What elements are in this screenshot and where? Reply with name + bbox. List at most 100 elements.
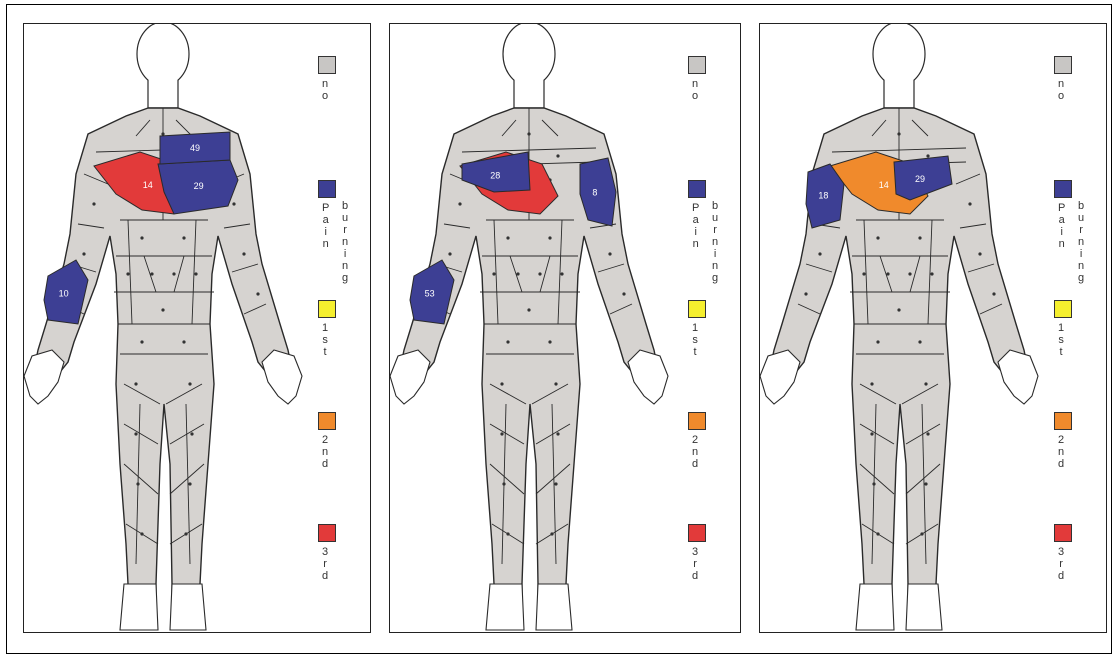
region-number: 29	[194, 181, 204, 191]
region-point	[82, 252, 85, 255]
region-point	[560, 272, 563, 275]
region-point	[870, 382, 873, 385]
region-point	[232, 202, 235, 205]
region-point	[500, 382, 503, 385]
body-figure: 14294910	[24, 24, 302, 630]
region-point	[926, 154, 929, 157]
head	[503, 24, 555, 86]
region-point	[992, 292, 995, 295]
legend-label: P a i n	[1058, 202, 1065, 250]
region-number: 29	[915, 174, 925, 184]
region-number: 18	[818, 190, 828, 200]
legend-swatch	[318, 300, 336, 318]
right-foot	[906, 584, 942, 630]
region-point	[897, 308, 900, 311]
region-point	[924, 382, 927, 385]
legend-label: 2 n d	[692, 434, 698, 470]
right-hand	[628, 350, 668, 404]
region-point	[968, 202, 971, 205]
region-point	[134, 382, 137, 385]
region-point	[161, 308, 164, 311]
legend-swatch	[318, 412, 336, 430]
legend-swatch	[688, 56, 706, 74]
region-point	[182, 340, 185, 343]
region-number: 8	[592, 187, 597, 197]
region-point	[136, 482, 139, 485]
region-point	[556, 432, 559, 435]
region-point	[506, 532, 509, 535]
region-point	[527, 132, 530, 135]
region-point	[92, 202, 95, 205]
body-figure: 1428853	[390, 24, 668, 630]
region-point	[876, 340, 879, 343]
legend-label: 1 s t	[1058, 322, 1064, 358]
region-point	[492, 272, 495, 275]
region-point	[608, 252, 611, 255]
right-hand	[262, 350, 302, 404]
region-point	[140, 532, 143, 535]
legend-label: 3 r d	[322, 546, 328, 582]
region-point	[926, 432, 929, 435]
region-point	[918, 236, 921, 239]
region-point	[140, 236, 143, 239]
legend-label: 2 n d	[322, 434, 328, 470]
neck	[148, 80, 178, 108]
region-point	[876, 532, 879, 535]
region-point	[870, 432, 873, 435]
region-point	[876, 236, 879, 239]
neck	[884, 80, 914, 108]
region-point	[550, 532, 553, 535]
legend-swatch	[688, 180, 706, 198]
burning-group-label: b u r n i n g	[712, 200, 718, 284]
legend-label: n o	[1058, 78, 1064, 102]
legend-label: P a i n	[692, 202, 699, 250]
legend-swatch	[688, 300, 706, 318]
region-point	[918, 340, 921, 343]
region-point	[150, 272, 153, 275]
region-point	[930, 272, 933, 275]
region-number: 14	[143, 180, 153, 190]
left-hand	[24, 350, 64, 404]
region-point	[924, 482, 927, 485]
legend-swatch	[1054, 524, 1072, 542]
left-hand	[760, 350, 800, 404]
region-point	[182, 236, 185, 239]
legend-label: 2 n d	[1058, 434, 1064, 470]
legend-label: P a i n	[322, 202, 329, 250]
region-point	[448, 252, 451, 255]
region-point	[506, 236, 509, 239]
burning-group-label: b u r n i n g	[1078, 200, 1084, 284]
region-point	[538, 272, 541, 275]
region-point	[516, 272, 519, 275]
region-point	[978, 252, 981, 255]
legend-swatch	[688, 412, 706, 430]
region-number: 10	[59, 288, 69, 298]
legend-swatch	[318, 56, 336, 74]
region-point	[622, 292, 625, 295]
legend-label: n o	[322, 78, 328, 102]
region-point	[172, 272, 175, 275]
region-point	[818, 252, 821, 255]
region-point	[872, 482, 875, 485]
legend-swatch	[1054, 300, 1072, 318]
legend-swatch	[1054, 56, 1072, 74]
region-point	[242, 252, 245, 255]
legend-swatch	[688, 524, 706, 542]
region-point	[506, 340, 509, 343]
left-foot	[856, 584, 894, 630]
region-point	[161, 132, 164, 135]
left-foot	[486, 584, 524, 630]
region-point	[184, 532, 187, 535]
region-point	[190, 432, 193, 435]
region-point	[140, 340, 143, 343]
legend-swatch	[318, 524, 336, 542]
legend-label: 3 r d	[1058, 546, 1064, 582]
region-point	[502, 482, 505, 485]
legend-label: n o	[692, 78, 698, 102]
region-number: 28	[490, 171, 500, 181]
